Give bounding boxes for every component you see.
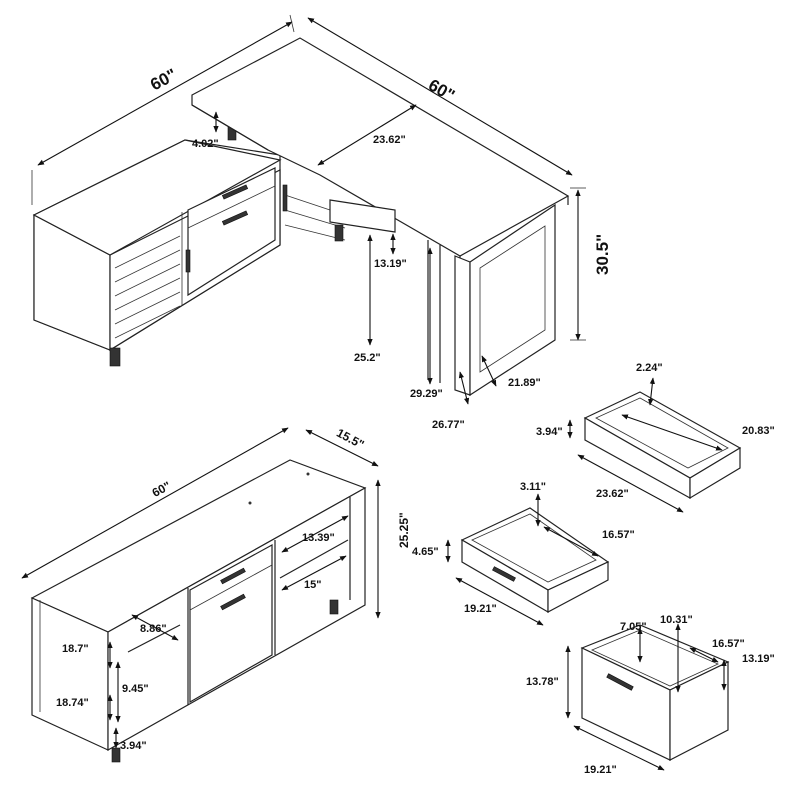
- credenza-height: 25.25": [397, 512, 411, 548]
- credenza-upper-shelf: 13.39": [302, 532, 335, 544]
- credenza-left-shelf: 8.86": [140, 623, 167, 635]
- drawer-file-drawing: [580, 624, 730, 761]
- desk-top-left-width: 60": [147, 65, 180, 94]
- drawer-file-depth-b: 10.31": [660, 614, 693, 626]
- drawer-large-drawing: [583, 391, 742, 500]
- credenza-base-height: 3.94": [120, 740, 147, 752]
- drawer-medium-inner-length: 16.57": [602, 529, 635, 541]
- drawer-file-width: 19.21": [584, 764, 617, 776]
- drawer-large-inner-length: 20.83": [742, 425, 775, 437]
- drawer-large-dimensions: [567, 377, 723, 513]
- desk-leg-inset: 4.02": [192, 138, 219, 150]
- drawer-medium-height: 4.65": [412, 546, 439, 558]
- desk-height: 30.5": [593, 234, 612, 275]
- desk-frame-height: 26.77": [432, 419, 465, 431]
- credenza-upper-opening: 18.7": [62, 643, 89, 655]
- desk-knee-clearance: 25.2": [354, 352, 381, 364]
- drawer-large-outer-length: 23.62": [596, 488, 629, 500]
- credenza-dimensions: [21, 427, 381, 749]
- drawer-file-labels: 7.05" 10.31" 16.57" 13.19" 13.78" 19.21": [526, 614, 775, 776]
- desk-frame-width: 21.89": [508, 377, 541, 389]
- drawer-file-dimensions: [565, 623, 727, 771]
- credenza-drawing: [30, 459, 367, 763]
- drawer-medium-dimensions: [445, 493, 599, 626]
- drawer-file-depth-a: 7.05": [620, 621, 647, 633]
- desk-drawer-height: 13.19": [374, 258, 407, 270]
- desk-top-right-width: 60": [425, 75, 458, 105]
- drawer-file-side-height: 13.19": [742, 653, 775, 665]
- credenza-width: 60": [150, 479, 173, 500]
- credenza-lower-opening-height: 9.45": [122, 683, 149, 695]
- drawer-medium-labels: 3.11" 4.65" 16.57" 19.21": [412, 481, 635, 615]
- l-desk-drawing: [32, 37, 570, 397]
- drawer-file-height: 13.78": [526, 676, 559, 688]
- drawer-large-height: 3.94": [536, 426, 563, 438]
- desk-leg-height: 29.29": [410, 388, 443, 400]
- credenza-lower-opening: 18.74": [56, 697, 89, 709]
- drawer-file-inner-length: 16.57": [712, 638, 745, 650]
- drawer-large-labels: 2.24" 3.94" 20.83" 23.62": [536, 362, 775, 500]
- drawer-medium-width: 19.21": [464, 603, 497, 615]
- credenza-lower-shelf: 15": [304, 579, 321, 591]
- drawer-medium-drawing: [460, 507, 610, 614]
- desk-dimensions: [31, 14, 586, 405]
- drawer-medium-depth: 3.11": [520, 481, 546, 493]
- credenza-depth: 15.5": [334, 426, 366, 452]
- drawer-large-depth: 2.24": [636, 362, 663, 374]
- desk-return-depth: 23.62": [373, 134, 406, 146]
